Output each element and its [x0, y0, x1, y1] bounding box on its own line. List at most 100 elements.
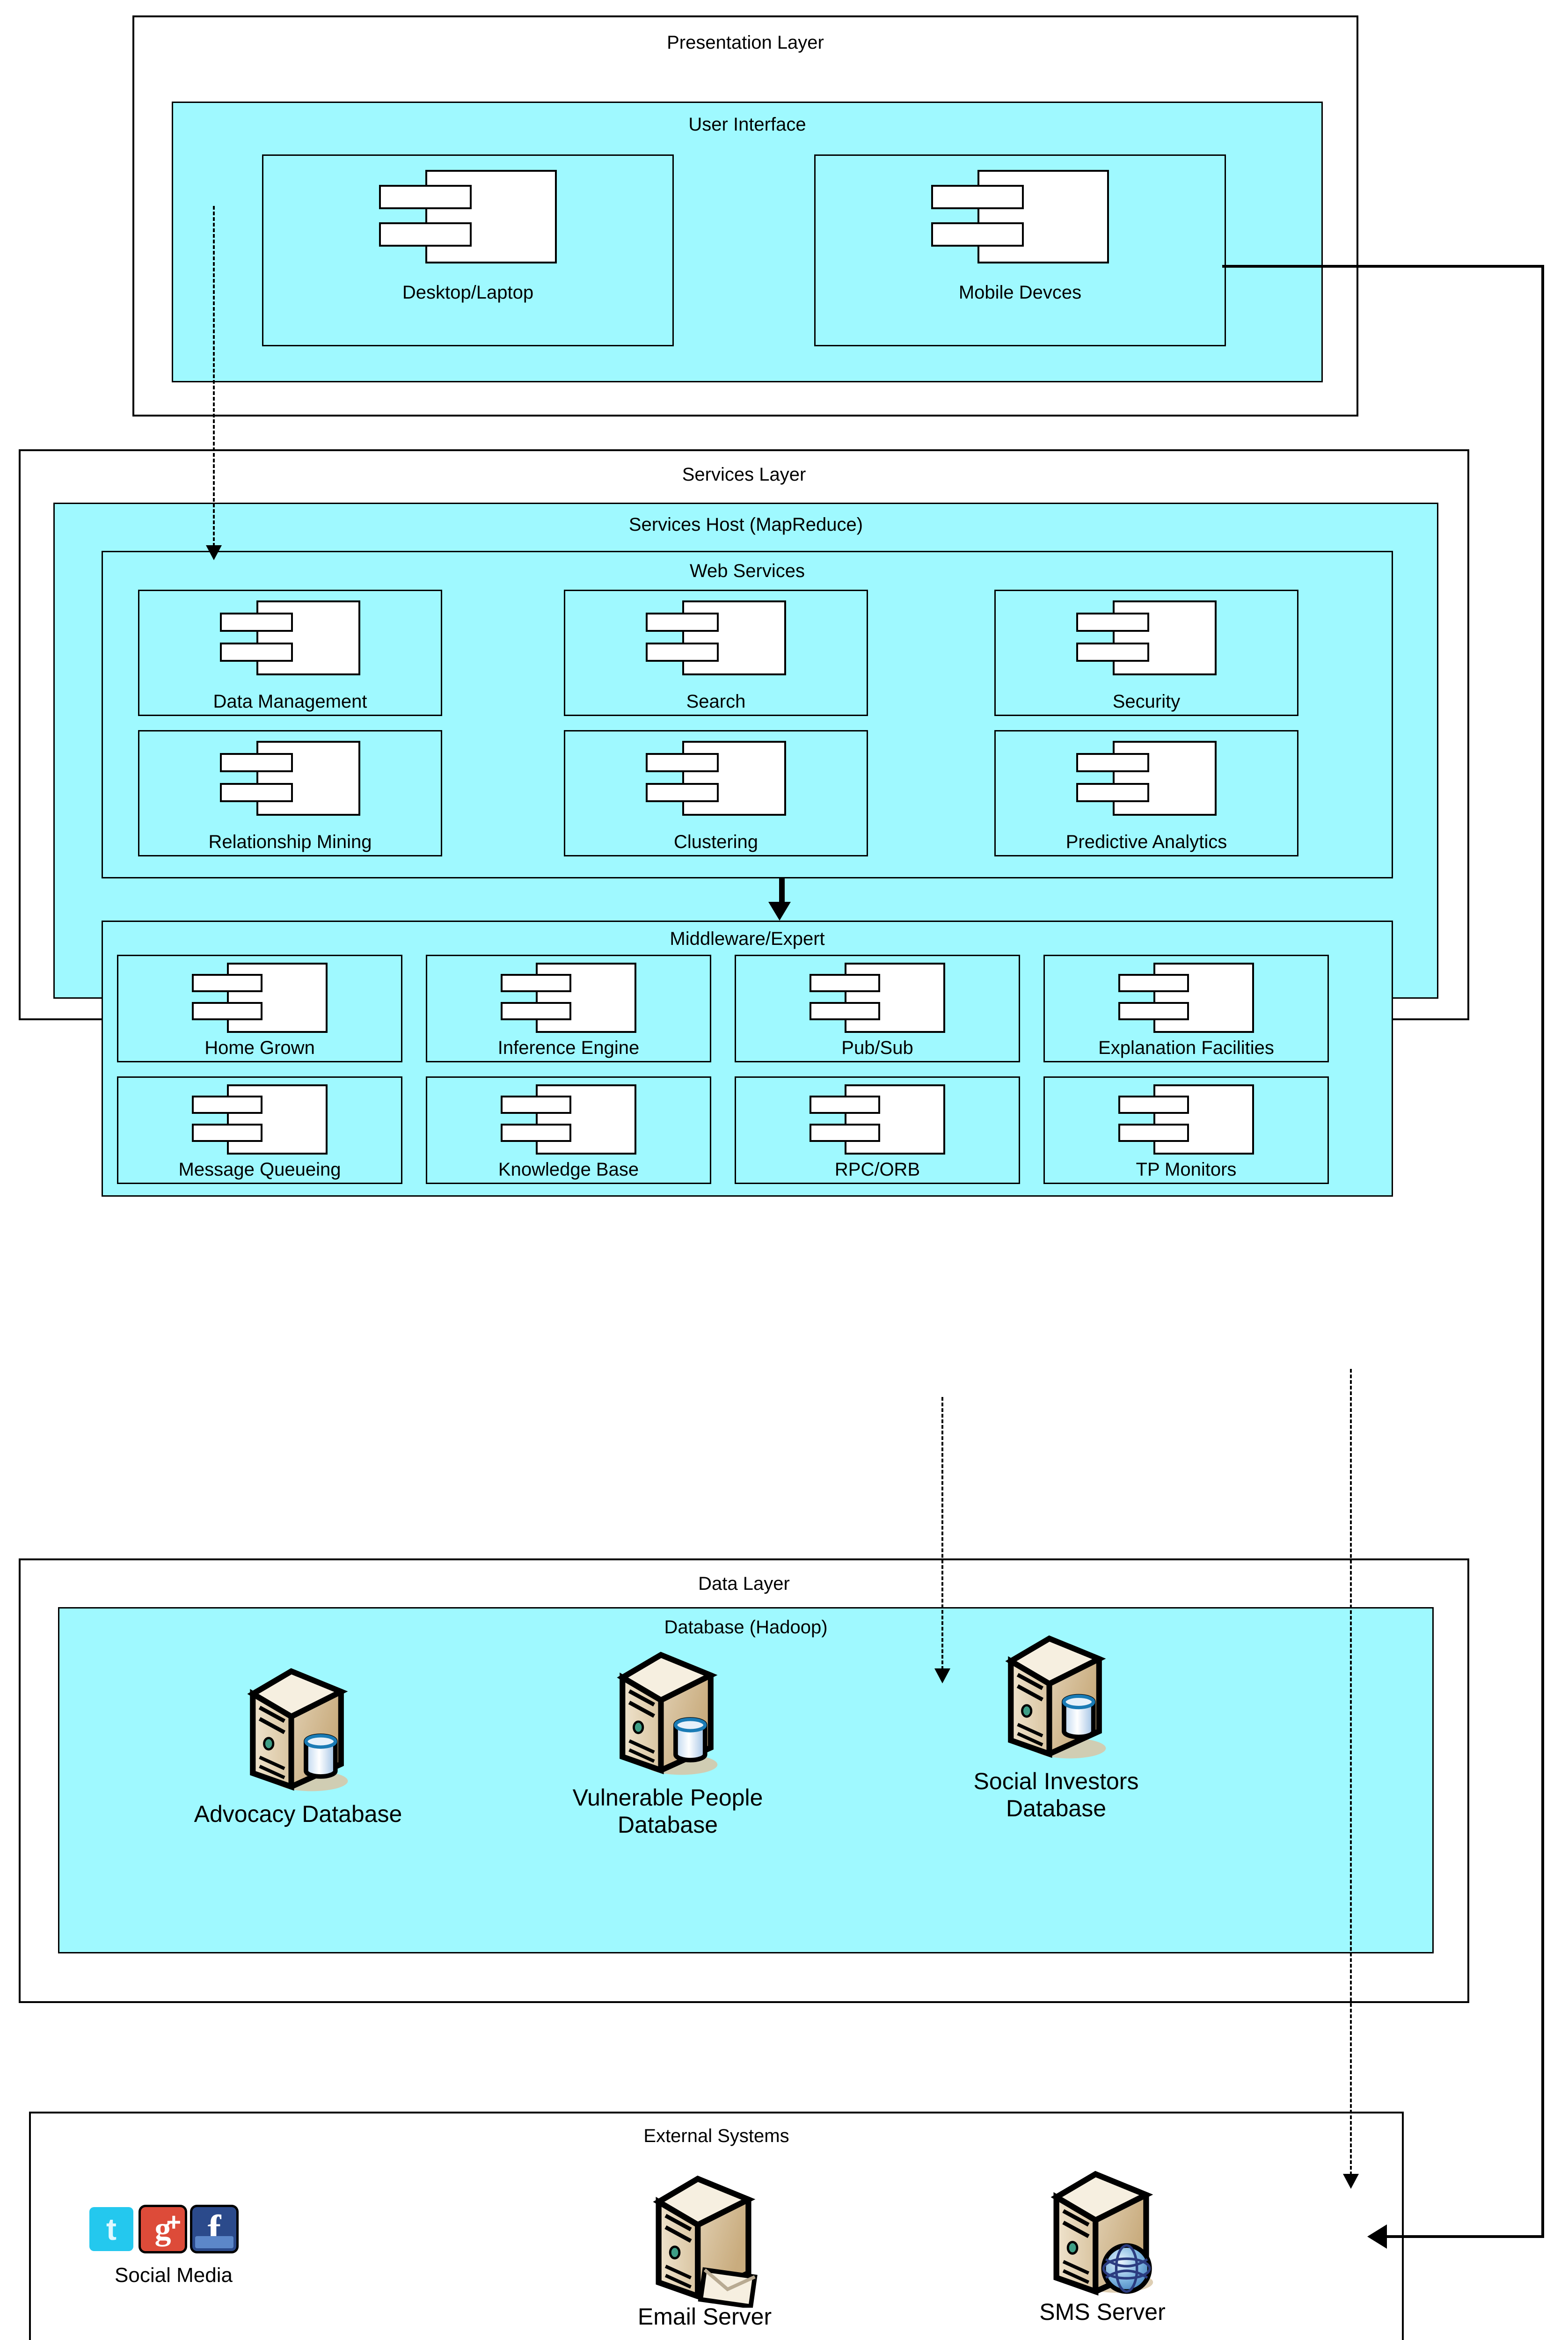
component-desktop-laptop[interactable]: Desktop/Laptop — [262, 154, 674, 346]
node-social-investors-database[interactable]: Social Investors Database — [934, 1627, 1178, 1889]
google-plus-glyph: g — [154, 2211, 171, 2247]
component-predictive-analytics[interactable]: Predictive Analytics — [994, 730, 1298, 856]
component-relationship-mining[interactable]: Relationship Mining — [138, 730, 442, 856]
connector-ui-to-services-host-arrow — [206, 545, 222, 560]
connector-mobile-to-external-top — [1222, 265, 1544, 268]
component-label: Message Queueing — [178, 1159, 341, 1180]
database-server-icon — [247, 1668, 348, 1792]
component-label: TP Monitors — [1136, 1159, 1237, 1180]
services-host-panel: Services Host (MapReduce) Web Services D… — [53, 503, 1438, 1197]
component-knowledge-base[interactable]: Knowledge Base — [426, 1076, 711, 1184]
connector-tp-monitors-to-external-line — [1350, 1369, 1352, 2181]
component-label: Inference Engine — [497, 1038, 640, 1058]
uml-component-icon — [1076, 741, 1217, 816]
services-layer-title: Services Layer — [682, 464, 806, 485]
connector-ui-to-services-host-line — [213, 206, 215, 552]
uml-component-icon — [192, 1084, 328, 1155]
node-label: Social Investors Database — [973, 1768, 1139, 1821]
component-mobile-devices[interactable]: Mobile Devces — [814, 154, 1226, 346]
component-label: Knowledge Base — [498, 1159, 639, 1180]
uml-component-icon — [1118, 1084, 1254, 1155]
component-search[interactable]: Search — [564, 590, 868, 716]
connector-mobile-to-external-right — [1541, 265, 1544, 2237]
uml-component-icon — [1118, 963, 1254, 1033]
component-label: Pub/Sub — [841, 1038, 913, 1058]
uml-component-icon — [1076, 600, 1217, 675]
component-rpc-orb[interactable]: RPC/ORB — [735, 1076, 1020, 1184]
database-server-icon — [617, 1652, 718, 1775]
node-email-server[interactable]: Email Server — [583, 2167, 826, 2340]
uml-component-icon — [501, 1084, 636, 1155]
external-systems-title: External Systems — [643, 2126, 789, 2146]
component-label: Predictive Analytics — [1065, 832, 1227, 852]
node-label: SMS Server — [1039, 2299, 1166, 2325]
node-sms-server[interactable]: SMS Server — [981, 2163, 1224, 2340]
component-label: Explanation Facilities — [1098, 1038, 1274, 1058]
data-layer-title: Data Layer — [698, 1573, 790, 1594]
facebook-icon[interactable]: f — [192, 2207, 236, 2251]
user-interface-panel: User Interface Desktop/Laptop Mobile Dev… — [172, 102, 1323, 382]
component-label: Home Grown — [204, 1038, 315, 1058]
plus-glyph: + — [166, 2208, 181, 2236]
data-layer: Data Layer Database (Hadoop) — [19, 1558, 1469, 2003]
uml-component-icon — [192, 963, 328, 1033]
social-media-icons: t g + f — [89, 2207, 236, 2251]
component-security[interactable]: Security — [994, 590, 1298, 716]
component-message-queueing[interactable]: Message Queueing — [117, 1076, 402, 1184]
node-social-media[interactable]: t g + f Social Media — [64, 2207, 284, 2324]
uml-component-icon — [220, 600, 360, 675]
uml-component-icon — [220, 741, 360, 816]
component-clustering[interactable]: Clustering — [564, 730, 868, 856]
component-label: Data Management — [213, 691, 367, 712]
node-label: Email Server — [637, 2303, 772, 2330]
connector-web-services-to-middleware-arrow — [768, 902, 791, 921]
connector-tp-monitors-to-external-arrow — [1343, 2174, 1359, 2189]
sms-server-icon — [1050, 2171, 1153, 2296]
connector-middleware-to-database-arrow — [934, 1668, 950, 1683]
twitter-icon[interactable]: t — [89, 2207, 133, 2251]
database-hadoop-title: Database (Hadoop) — [664, 1617, 828, 1638]
component-inference-engine[interactable]: Inference Engine — [426, 955, 711, 1062]
services-layer: Services Layer Services Host (MapReduce)… — [19, 449, 1469, 1197]
component-label: Search — [686, 691, 746, 712]
uml-component-icon — [931, 170, 1109, 263]
component-label: RPC/ORB — [834, 1159, 920, 1180]
component-tp-monitors[interactable]: TP Monitors — [1043, 1076, 1329, 1184]
uml-component-icon — [379, 170, 557, 263]
external-systems-layer: External Systems t g + f Social Media — [29, 2112, 1404, 2340]
presentation-layer: Presentation Layer User Interface Deskto… — [132, 15, 1358, 417]
web-services-panel: Web Services Data Management Search — [102, 551, 1393, 878]
connector-mobile-to-external-bottom — [1386, 2235, 1544, 2238]
component-explanation-facilities[interactable]: Explanation Facilities — [1043, 955, 1329, 1062]
component-label: Mobile Devces — [958, 282, 1082, 303]
component-pub-sub[interactable]: Pub/Sub — [735, 955, 1020, 1062]
uml-component-icon — [646, 741, 786, 816]
component-label: Security — [1112, 691, 1181, 712]
uml-component-icon — [810, 1084, 945, 1155]
google-plus-icon[interactable]: g + — [141, 2207, 185, 2251]
presentation-layer-title: Presentation Layer — [667, 32, 824, 53]
connector-middleware-to-database-line — [941, 1397, 943, 1675]
services-host-title: Services Host (MapReduce) — [628, 514, 863, 535]
node-advocacy-database[interactable]: Advocacy Database — [176, 1660, 420, 1903]
component-label: Relationship Mining — [208, 832, 372, 852]
database-hadoop-panel: Database (Hadoop) — [58, 1607, 1434, 1953]
web-services-title: Web Services — [689, 561, 805, 581]
email-server-icon — [653, 2175, 758, 2308]
middleware-expert-title: Middleware/Expert — [670, 929, 825, 949]
connector-web-services-to-middleware-line — [779, 878, 785, 904]
node-label: Advocacy Database — [194, 1801, 402, 1827]
component-label: Clustering — [673, 832, 758, 852]
node-vulnerable-people-database[interactable]: Vulnerable People Database — [546, 1644, 789, 1906]
node-label: Social Media — [115, 2264, 233, 2287]
uml-component-icon — [646, 600, 786, 675]
component-home-grown[interactable]: Home Grown — [117, 955, 402, 1062]
uml-component-icon — [501, 963, 636, 1033]
facebook-bar — [195, 2236, 233, 2248]
twitter-glyph: t — [106, 2212, 117, 2246]
uml-component-icon — [810, 963, 945, 1033]
middleware-expert-panel: Middleware/Expert Home Grown Inference E… — [102, 921, 1393, 1197]
database-server-icon — [1005, 1635, 1106, 1759]
component-data-management[interactable]: Data Management — [138, 590, 442, 716]
